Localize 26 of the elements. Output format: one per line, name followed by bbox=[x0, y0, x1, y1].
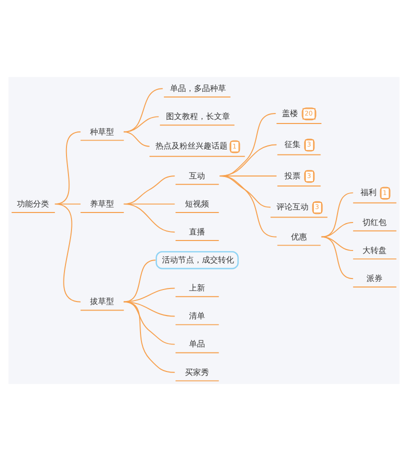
node-text: 切红包 bbox=[362, 218, 387, 227]
node-text: 功能分类 bbox=[17, 199, 50, 208]
connector bbox=[123, 301, 176, 373]
connector bbox=[123, 204, 176, 233]
connector bbox=[123, 260, 156, 302]
node-text: 养草型 bbox=[90, 199, 114, 208]
node-text: 大转盘 bbox=[362, 246, 387, 255]
node-text: 图文教程，长文章 bbox=[166, 112, 230, 122]
node-text: 互动 bbox=[189, 171, 206, 180]
node-text: 直播 bbox=[189, 228, 206, 237]
connector bbox=[219, 176, 278, 238]
node-box: 活动节点，成交转化 bbox=[156, 251, 239, 270]
connector bbox=[123, 131, 150, 147]
node-text: 拔草型 bbox=[90, 297, 114, 306]
connector bbox=[320, 236, 354, 280]
connector bbox=[320, 192, 354, 238]
node-text: 单品，多品种草 bbox=[170, 84, 226, 94]
node-text: 买家秀 bbox=[185, 368, 210, 377]
node-text: 单品 bbox=[189, 340, 206, 349]
node-text: 种草型 bbox=[90, 127, 114, 136]
node-text: 清单 bbox=[189, 312, 206, 321]
node-text: 短视频 bbox=[185, 199, 210, 208]
node-text: 上新 bbox=[189, 284, 206, 293]
node-text: 优惠 bbox=[290, 232, 307, 242]
connector bbox=[54, 204, 82, 302]
node-text: 派券 bbox=[366, 274, 383, 283]
